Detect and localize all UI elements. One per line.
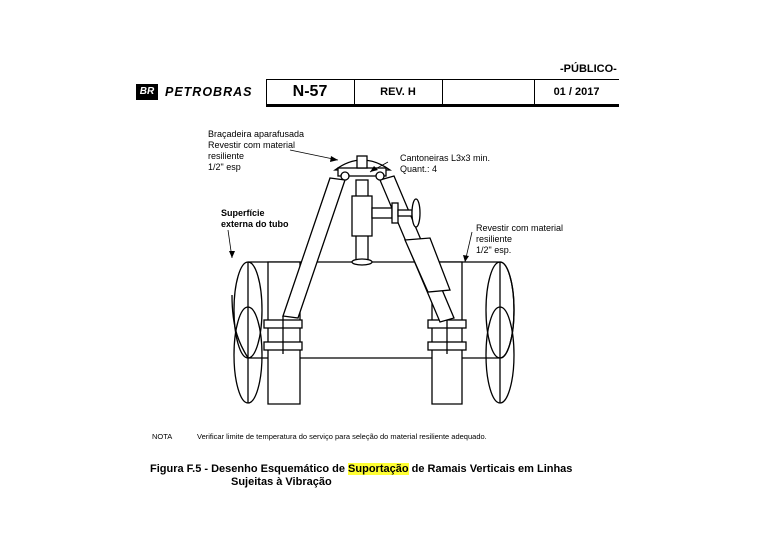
standard-number: N-57 (292, 83, 328, 100)
clamp-label-3: resiliente (208, 151, 244, 161)
branch-pipe (351, 179, 373, 266)
clamp-label-4: 1/2" esp (208, 162, 241, 172)
header-divider (534, 79, 535, 104)
caption-suffix: de Ramais Verticais em Linhas (408, 463, 573, 475)
angles-label-1: Cantoneiras L3x3 min. (400, 153, 490, 163)
clamp-label-1: Braçadeira aparafusada (208, 129, 304, 139)
right-angle-brace (379, 175, 455, 323)
caption-line-2: Sujeitas à Vibração (231, 476, 332, 488)
leader-arrows (229, 156, 469, 262)
caption-line-1: Figura F.5 - Desenho Esquemático de Supo… (150, 463, 618, 476)
note-label: NOTA (152, 432, 173, 441)
valve-assembly (371, 198, 421, 228)
diagram-labels: Braçadeira aparafusada Revestir com mate… (208, 129, 563, 255)
document-header: BR PETROBRAS N-57 REV. H 01 / 2017 (133, 79, 619, 107)
revision-label: REV. H (380, 86, 416, 98)
note-text: Verificar limite de temperatura do servi… (197, 432, 487, 441)
figure-caption: Figura F.5 - Desenho Esquemático de Supo… (150, 463, 618, 489)
petrobras-logo: BR PETROBRAS (133, 81, 263, 103)
caption-prefix: Figura F.5 - Desenho Esquemático de (150, 463, 349, 475)
clamp-label-2: Revestir com material (208, 140, 295, 150)
caption-highlight: Suportação (348, 463, 409, 475)
revision-date: 01 / 2017 (553, 86, 600, 98)
surface-label-1: Superfície (221, 208, 265, 218)
coat-label-3: 1/2" esp. (476, 245, 511, 255)
header-divider (354, 79, 355, 104)
angles-label-2: Quant.: 4 (400, 164, 437, 174)
classification-label: -PÚBLICO- (560, 63, 617, 75)
header-divider (266, 79, 267, 104)
header-divider (442, 79, 443, 104)
header-rule-bottom (266, 104, 619, 107)
surface-label-2: externa do tubo (221, 219, 289, 229)
company-name: PETROBRAS (165, 85, 253, 99)
coat-label-1: Revestir com material (476, 223, 563, 233)
top-bracket-clamp (333, 155, 393, 181)
left-angle-brace (282, 177, 346, 319)
br-logo-mark: BR (136, 84, 158, 100)
coat-label-2: resiliente (476, 234, 512, 244)
pipe-outline (247, 262, 501, 403)
